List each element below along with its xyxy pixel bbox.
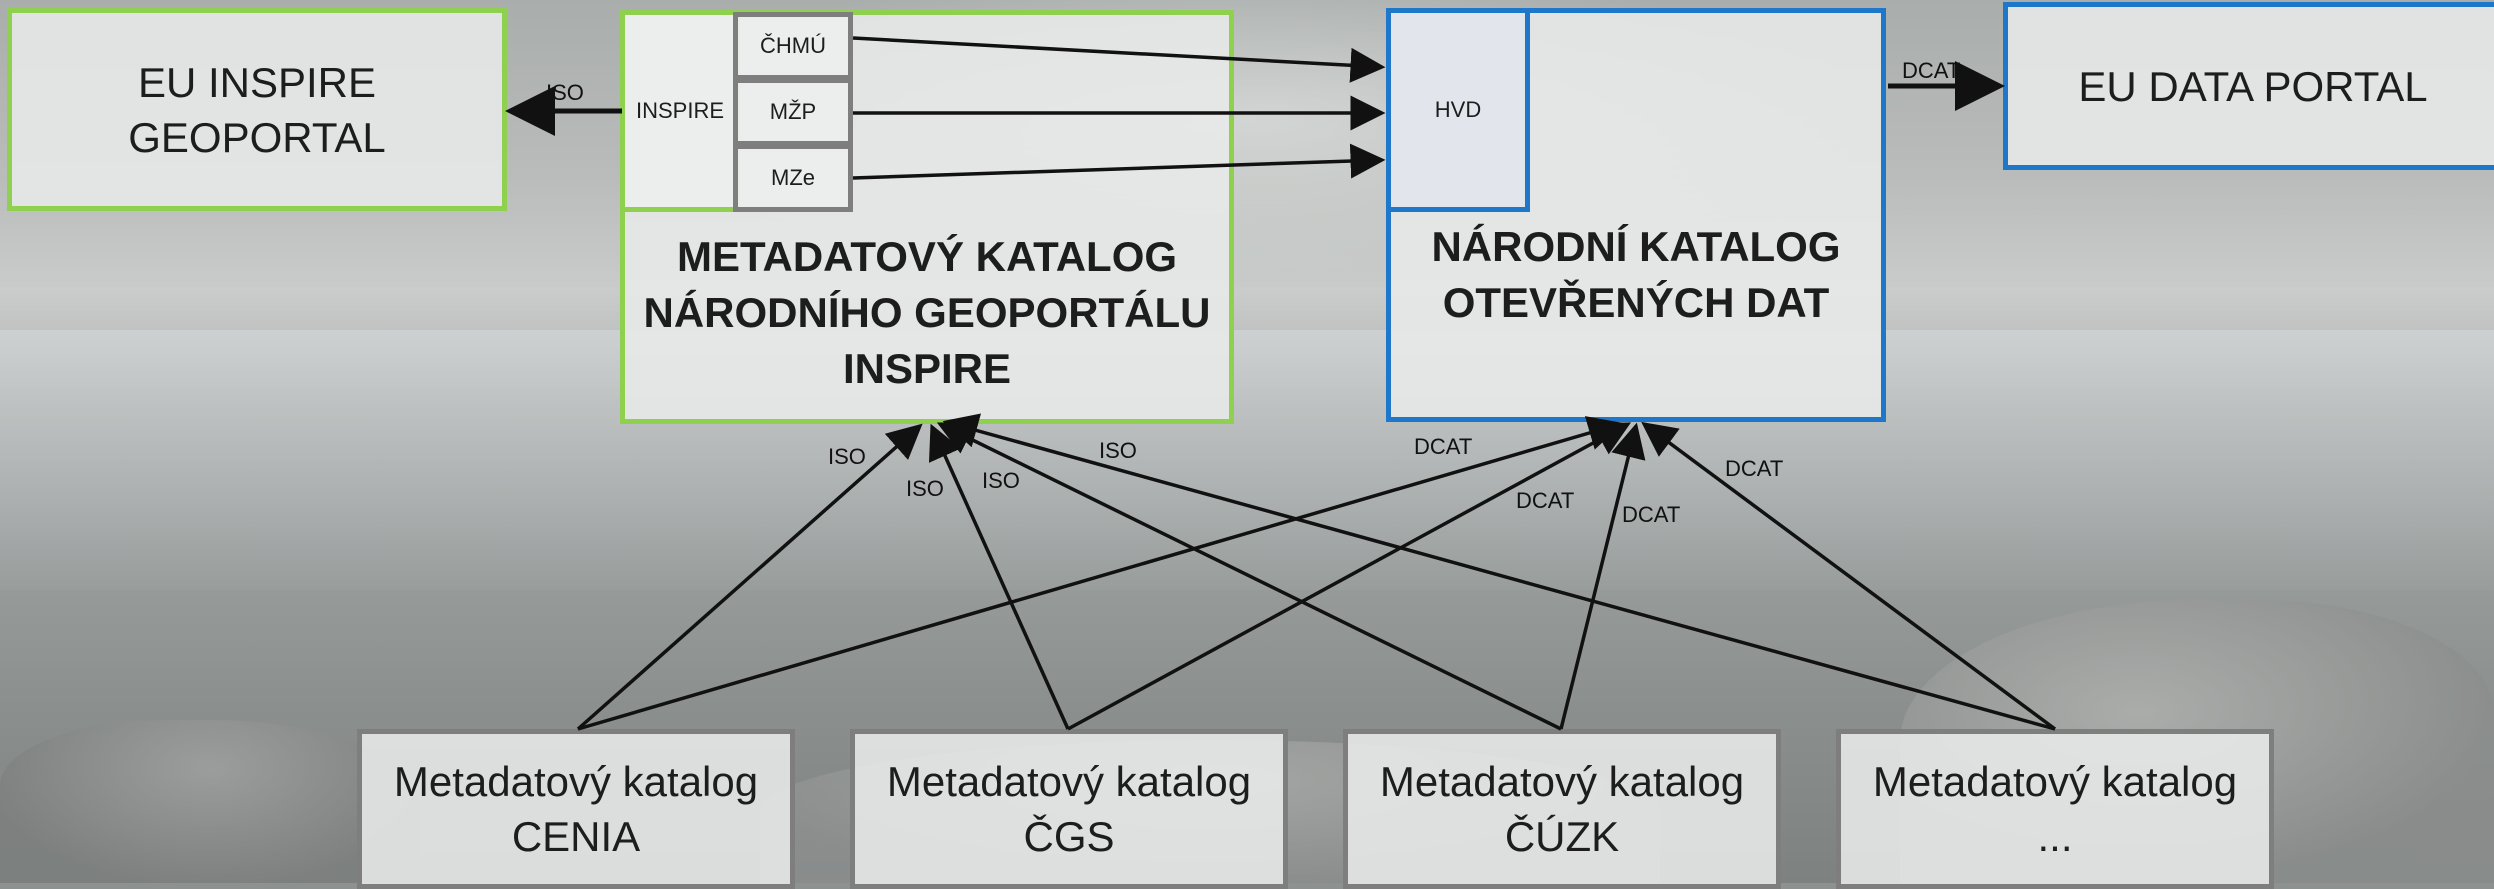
- catalog-cuzk-label: Metadatový katalog ČÚZK: [1379, 758, 1745, 860]
- chmu-label: ČHMÚ: [760, 33, 826, 58]
- edge-label-dcat-cgs: DCAT: [1516, 488, 1574, 513]
- arrow-mze-to-hvd: [852, 143, 1386, 180]
- catalog-cenia-box: Metadatový katalog CENIA: [357, 729, 795, 889]
- arrow-cuzk-to-nkod: [1559, 422, 1646, 730]
- mze-box: MZe: [733, 144, 853, 212]
- catalog-cgs-label: Metadatový katalog ČGS: [886, 758, 1252, 860]
- mzp-label: MŽP: [769, 99, 817, 124]
- hvd-box: HVD: [1386, 8, 1530, 212]
- national-geoportal-catalog-label: METADATOVÝ KATALOG NÁRODNÍHO GEOPORTÁLU …: [643, 233, 1211, 392]
- eu-inspire-geoportal-box: EU INSPIRE GEOPORTAL: [7, 8, 507, 211]
- catalog-other-label: Metadatový katalog ...: [1872, 758, 2238, 860]
- national-open-data-catalog-label: NÁRODNÍ KATALOG OTEVŘENÝCH DAT: [1431, 223, 1841, 326]
- arrow-other-to-geoportal: [942, 413, 2056, 731]
- edge-label-dcat-cenia: DCAT: [1414, 434, 1472, 459]
- catalog-cuzk-box: Metadatový katalog ČÚZK: [1343, 729, 1781, 889]
- edge-label-iso-cenia: ISO: [828, 444, 866, 469]
- edge-label-dcat-other: DCAT: [1725, 456, 1783, 481]
- mze-label: MZe: [771, 165, 815, 190]
- edge-label-iso-cgs: ISO: [906, 476, 944, 501]
- arrow-cgs-to-nkod: [1067, 422, 1632, 731]
- eu-inspire-geoportal-label: EU INSPIRE GEOPORTAL: [128, 58, 386, 161]
- catalog-other-box: Metadatový katalog ...: [1836, 729, 2274, 889]
- catalog-cenia-label: Metadatový katalog CENIA: [393, 758, 759, 860]
- edge-label-dcat-cuzk: DCAT: [1622, 502, 1680, 527]
- eu-data-portal-box: EU DATA PORTAL: [2003, 2, 2494, 170]
- edge-label-dcat-top: DCAT: [1902, 58, 1960, 83]
- arrow-cuzk-to-geoportal: [936, 422, 1562, 731]
- edge-label-iso-other: ISO: [1099, 438, 1137, 463]
- inspire-subbox-label: INSPIRE: [635, 98, 725, 123]
- hvd-label: HVD: [1434, 97, 1482, 122]
- eu-data-portal-label: EU DATA PORTAL: [2078, 62, 2428, 110]
- arrow-cenia-to-geoportal: [576, 423, 923, 731]
- arrow-chmu-to-hvd: [852, 36, 1386, 83]
- catalog-cgs-box: Metadatový katalog ČGS: [850, 729, 1288, 889]
- chmu-box: ČHMÚ: [733, 12, 853, 80]
- arrow-other-to-nkod: [1641, 421, 2057, 731]
- arrow-cenia-to-nkod: [577, 416, 1624, 731]
- mzp-box: MŽP: [733, 78, 853, 146]
- edge-label-iso-cuzk: ISO: [982, 468, 1020, 493]
- arrow-cgs-to-geoportal: [928, 423, 1070, 730]
- edge-label-iso-top: ISO: [546, 80, 584, 105]
